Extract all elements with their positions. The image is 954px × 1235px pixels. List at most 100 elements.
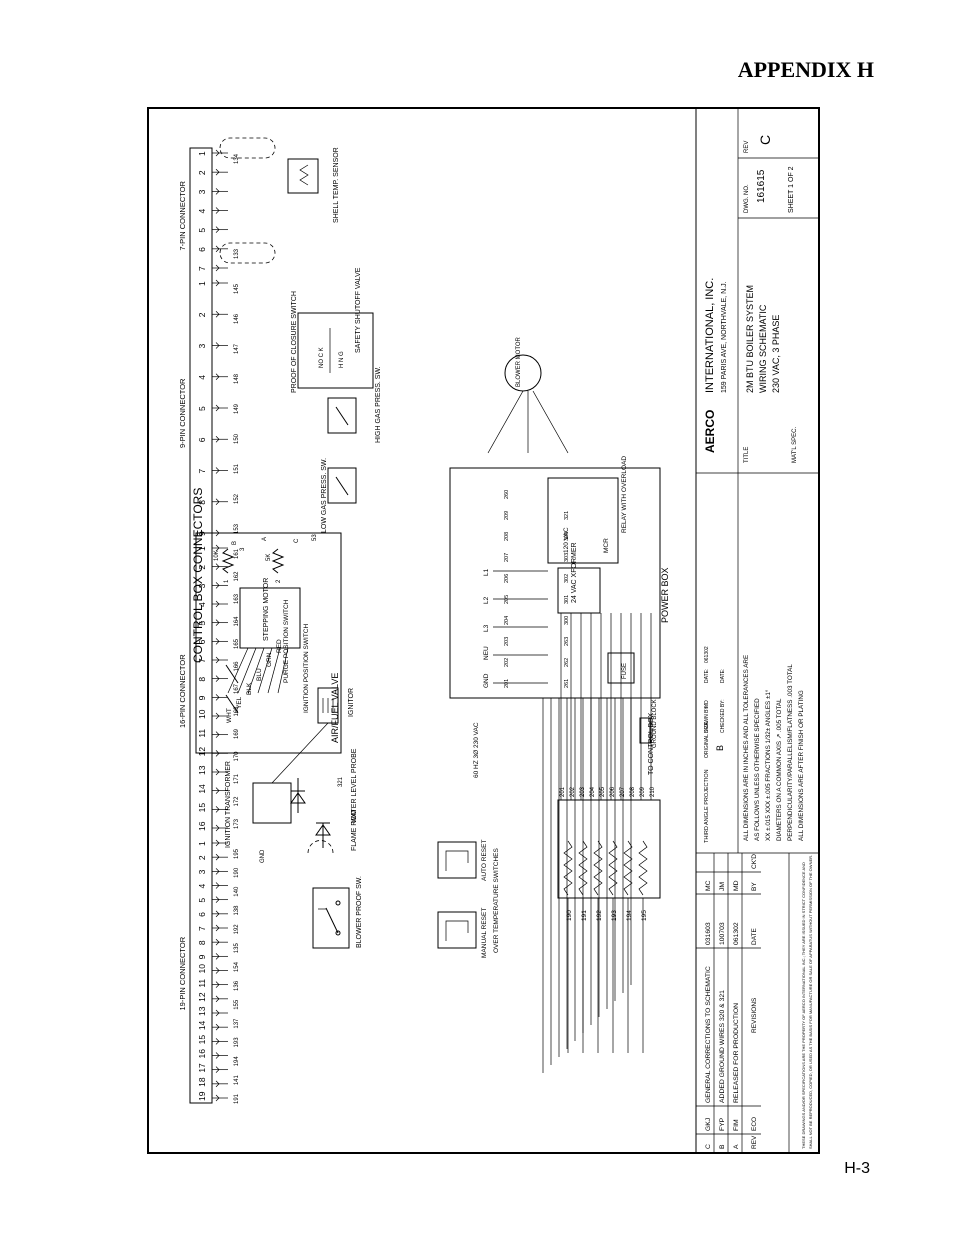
svg-text:MCR: MCR — [603, 538, 610, 553]
power-terminal: GND — [483, 673, 490, 688]
svg-text:IGNITOR: IGNITOR — [348, 688, 355, 717]
connector-pin: 5 — [197, 898, 207, 903]
wire-number: 150 — [234, 433, 240, 444]
connector-pin: 14 — [197, 784, 207, 794]
wire-number: 151 — [234, 463, 240, 474]
terminal-right: 204 — [590, 786, 596, 797]
svg-text:HIGH GAS PRESS. SW.: HIGH GAS PRESS. SW. — [375, 366, 382, 443]
revision-cell: A — [733, 1144, 740, 1149]
wire-number: 163 — [234, 593, 240, 604]
pin-chevron — [215, 600, 220, 608]
terminal-zigzag — [593, 840, 603, 896]
pot-label: 3 — [240, 547, 246, 551]
svg-text:C: C — [757, 135, 773, 145]
pin-chevron — [215, 1080, 220, 1088]
pot-label: 5K — [266, 554, 272, 561]
power-wire-number: 260 — [504, 490, 510, 499]
svg-text:GND: GND — [260, 849, 266, 863]
revision-cell: GKJ — [705, 1118, 712, 1131]
connector-pin: 11 — [197, 979, 207, 988]
tolerance-line: DIAMETERS ON A COMMON AXIS ↗ .005 TOTAL — [776, 698, 783, 841]
pin-chevron — [215, 207, 220, 214]
wire-number: 164 — [234, 616, 240, 627]
connector-pin: 11 — [197, 729, 207, 738]
connector-pin: 6 — [197, 437, 207, 442]
revision-cell: MC — [705, 880, 712, 891]
connector-pin: 6 — [197, 247, 207, 252]
revision-cell: RELEASED FOR PRODUCTION — [733, 1003, 740, 1103]
svg-text:PROOF OF CLOSURE SWITCH: PROOF OF CLOSURE SWITCH — [291, 291, 298, 393]
wire-number: 165 — [234, 638, 240, 649]
svg-text:TITLE: TITLE — [744, 447, 750, 463]
wire-number: 169 — [234, 728, 240, 739]
connector-pin: 1 — [197, 841, 207, 846]
revision-cell: ADDED GROUND WIRES 320 & 321 — [719, 990, 726, 1103]
connector-pin: 12 — [197, 747, 207, 757]
terminal-right: 202 — [570, 786, 576, 797]
pin-chevron — [215, 149, 220, 157]
revision-cell: FIM — [733, 1119, 740, 1131]
power-wire-number: 204 — [504, 616, 510, 625]
svg-text:STEPPING MOTOR: STEPPING MOTOR — [263, 578, 270, 641]
terminal-right: 205 — [600, 786, 606, 797]
svg-text:OVER TEMPERATURE SWITCHES: OVER TEMPERATURE SWITCHES — [493, 847, 500, 953]
shell-temp-sensor: SHELL TEMP. SENSOR — [219, 137, 340, 264]
connector-pin: 3 — [197, 869, 207, 874]
power-wire-number: 320 — [564, 532, 570, 541]
motor-wire — [237, 647, 257, 694]
wire-number: 136 — [234, 980, 240, 991]
revision-cell: FYP — [719, 1117, 726, 1131]
wire-number: 172 — [234, 796, 240, 807]
wire-number: 137 — [234, 1018, 240, 1029]
wire-number: 167 — [234, 683, 240, 694]
svg-text:AUTO RESET: AUTO RESET — [481, 840, 488, 881]
connector-pin: 14 — [197, 1020, 207, 1030]
connector-pin: 7 — [197, 266, 207, 271]
connector-pin: 2 — [197, 565, 207, 570]
wire-number: 148 — [234, 373, 240, 384]
pin-chevron — [215, 953, 220, 960]
connector-pin: 1 — [197, 281, 207, 286]
low-gas-press-switch: LOW GAS PRESS. SW. — [321, 458, 357, 533]
svg-text:B: B — [715, 745, 725, 751]
svg-text:120 VAC: 120 VAC — [563, 527, 570, 553]
pin-chevron — [215, 168, 220, 176]
pin-chevron — [215, 768, 220, 776]
blower-motor: BLOWER MOTOR — [487, 336, 569, 454]
tolerance-line: AS FOLLOWS UNLESS OTHERWISE SPECIFIED — [754, 698, 761, 841]
pin-chevron — [215, 910, 220, 918]
wire-number: 147 — [234, 343, 240, 354]
revision-cell: MD — [733, 880, 740, 891]
pin-chevron — [215, 1094, 220, 1102]
connector-label: 7-PIN CONNECTOR — [178, 180, 187, 250]
pin-chevron — [215, 279, 220, 287]
pin-chevron — [215, 311, 220, 318]
revision-cell: 031603 — [705, 922, 712, 945]
pot-label: B — [232, 541, 238, 545]
wire-number: 145 — [234, 283, 240, 294]
connector-pin: 2 — [197, 855, 207, 860]
wire-number: 192 — [234, 924, 240, 935]
connector-pin: 16 — [197, 821, 207, 831]
terminal-right: 209 — [640, 786, 646, 797]
pin-chevron — [215, 896, 220, 903]
pot-label: 2 — [276, 579, 282, 583]
connector-pin: 15 — [197, 1035, 207, 1045]
pin-chevron — [215, 582, 220, 589]
svg-text:WIRING SCHEMATIC: WIRING SCHEMATIC — [758, 304, 768, 393]
pin-chevron — [215, 1066, 220, 1073]
svg-text:PURGE POSITION SWITCH: PURGE POSITION SWITCH — [283, 599, 290, 683]
svg-text:SAFETY SHUTOFF VALVE: SAFETY SHUTOFF VALVE — [355, 267, 362, 353]
power-box: POWER BOX 24 VAC XFORMER RELAY WITH OVER… — [449, 456, 670, 1073]
pin-chevron — [215, 619, 220, 626]
pin-chevron — [215, 824, 220, 832]
pin-chevron — [215, 264, 220, 272]
power-terminal: L2 — [483, 596, 490, 604]
wire-number: 194 — [234, 1056, 240, 1067]
motor-wire — [267, 647, 281, 694]
power-terminal: NEU — [483, 646, 490, 660]
pin-chevron — [215, 544, 220, 552]
wire-number: 149 — [234, 403, 240, 414]
connector-pin: 19 — [197, 1091, 207, 1101]
